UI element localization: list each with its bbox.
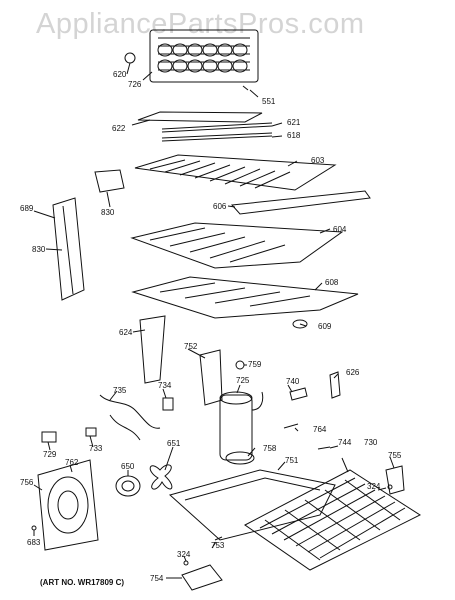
- fan-blade-651: [149, 464, 173, 490]
- part-744: [317, 446, 331, 450]
- screw-551: [242, 85, 249, 91]
- fan-motor-650: [115, 475, 141, 497]
- label-324b: 324: [177, 550, 191, 559]
- label-604: 604: [333, 225, 347, 234]
- label-729: 729: [43, 450, 57, 459]
- label-730: 730: [364, 438, 378, 447]
- label-609: 609: [318, 322, 332, 331]
- shelf-604: [130, 222, 344, 269]
- heater-621: [161, 122, 273, 133]
- label-683: 683: [27, 538, 41, 547]
- label-756: 756: [20, 478, 34, 487]
- part-759: [235, 360, 245, 370]
- label-758: 758: [263, 444, 277, 453]
- part-733: [85, 427, 97, 437]
- label-752: 752: [184, 342, 198, 351]
- part-734: [162, 397, 174, 411]
- evaporator-coil: [149, 29, 259, 83]
- front-strip-606: [230, 190, 371, 215]
- screw-324-lower: [183, 560, 189, 566]
- drain-trough: [137, 111, 263, 123]
- condenser-730: [244, 469, 422, 571]
- label-620: 620: [113, 70, 127, 79]
- part-729: [41, 431, 57, 443]
- label-622: 622: [112, 124, 126, 133]
- label-753: 753: [211, 541, 225, 550]
- label-689: 689: [20, 204, 34, 213]
- duct-624: [139, 315, 166, 384]
- drain-pan-754: [181, 564, 223, 591]
- label-735: 735: [113, 386, 127, 395]
- label-740: 740: [286, 377, 300, 386]
- knob-609: [292, 319, 308, 329]
- label-608: 608: [325, 278, 339, 287]
- screw-683: [31, 525, 37, 531]
- wiring-harness-735: [99, 394, 161, 441]
- label-754: 754: [150, 574, 164, 583]
- heater-618: [161, 132, 273, 142]
- label-762: 762: [65, 458, 79, 467]
- label-626: 626: [346, 368, 360, 377]
- label-734: 734: [158, 381, 172, 390]
- label-830b: 830: [32, 245, 46, 254]
- label-755: 755: [388, 451, 402, 460]
- part-758: [225, 451, 255, 465]
- art-number: (ART NO. WR17809 C): [40, 578, 125, 587]
- label-726: 726: [128, 80, 142, 89]
- watermark: AppliancePartsPros.com: [36, 8, 365, 40]
- label-733: 733: [89, 444, 103, 453]
- label-624: 624: [119, 328, 133, 337]
- fan-shroud-762: [37, 459, 99, 551]
- label-650: 650: [121, 462, 135, 471]
- label-621: 621: [287, 118, 301, 127]
- label-618: 618: [287, 131, 301, 140]
- base-pan-751: [168, 469, 336, 541]
- bracket-752: [199, 349, 223, 406]
- part-626: [329, 371, 341, 399]
- label-744: 744: [338, 438, 352, 447]
- label-759: 759: [248, 360, 262, 369]
- rail-689: [52, 197, 85, 301]
- label-751: 751: [285, 456, 299, 465]
- part-764: [283, 423, 299, 429]
- compressor-725: [219, 391, 264, 461]
- part-753: [214, 536, 223, 541]
- shelf-603: [134, 154, 337, 191]
- part-740: [289, 387, 308, 401]
- label-603: 603: [311, 156, 325, 165]
- label-324a: 324: [367, 482, 381, 491]
- label-764: 764: [313, 425, 327, 434]
- bracket-755: [385, 465, 405, 495]
- label-725: 725: [236, 376, 250, 385]
- label-830a: 830: [101, 208, 115, 217]
- screw-324: [387, 484, 393, 490]
- part-620: [124, 52, 136, 64]
- label-551: 551: [262, 97, 276, 106]
- shelf-608: [131, 276, 359, 319]
- bracket-830: [94, 169, 125, 193]
- label-606: 606: [213, 202, 227, 211]
- label-651: 651: [167, 439, 181, 448]
